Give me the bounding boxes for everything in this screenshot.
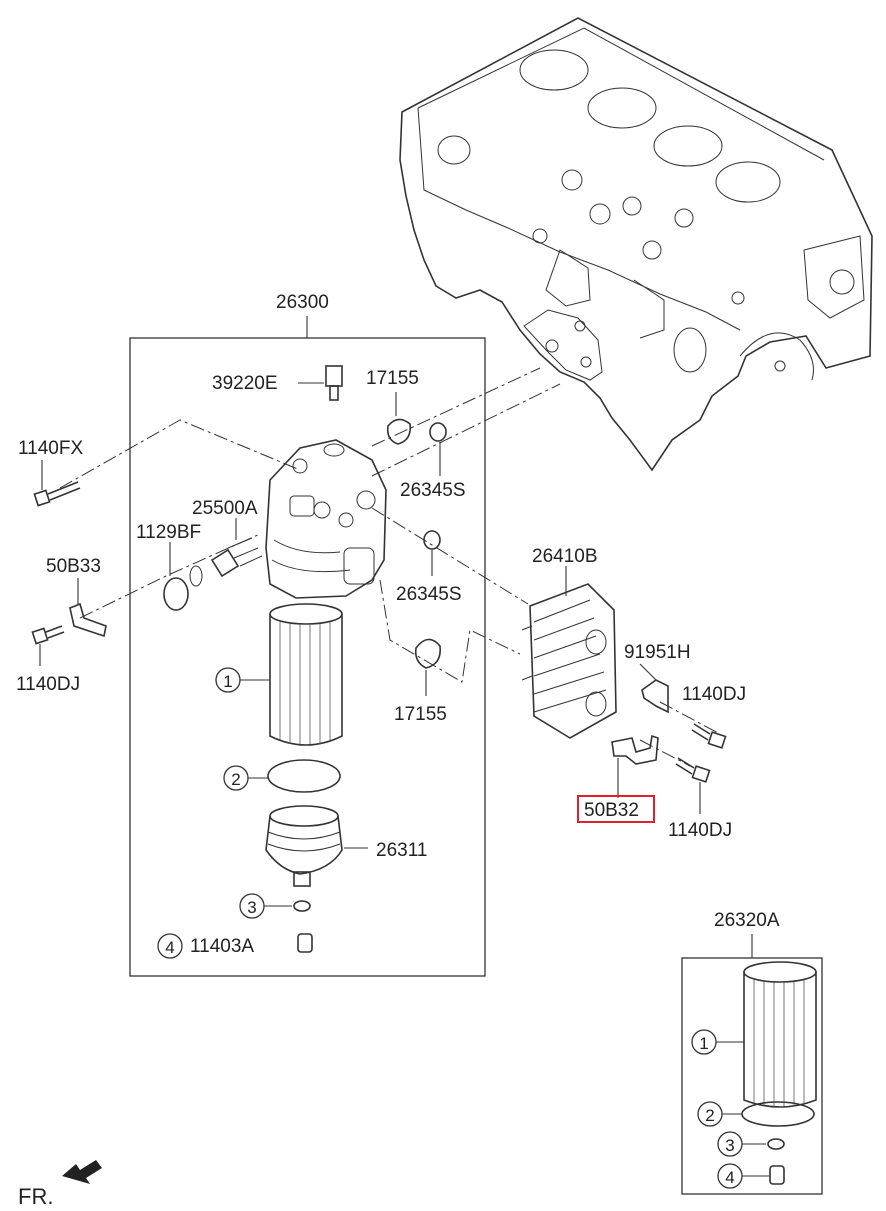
ref-number: 3 xyxy=(725,1136,734,1155)
filter-oring xyxy=(248,759,341,793)
front-label: FR. xyxy=(18,1184,53,1209)
kit-oring xyxy=(722,1101,815,1127)
bolt-1140FX xyxy=(33,460,81,507)
bolt-1140DJ-right-top xyxy=(691,723,727,749)
ref-circle-main-3[interactable]: 3 xyxy=(239,893,265,919)
kit-drain-plug xyxy=(742,1165,785,1185)
ref-circle-kit-1[interactable]: 1 xyxy=(691,1029,717,1055)
ref-circle-main-2[interactable]: 2 xyxy=(223,765,249,791)
projection-lines xyxy=(59,367,721,767)
label-1140DJ-right-top[interactable]: 1140DJ xyxy=(682,684,746,705)
front-indicator: FR. xyxy=(18,1160,102,1209)
filter-housing xyxy=(265,439,387,599)
relief-valve xyxy=(210,518,263,578)
ref-number: 4 xyxy=(725,1168,734,1187)
label-11403A[interactable]: 11403A xyxy=(190,936,254,957)
label-17155-top[interactable]: 17155 xyxy=(366,368,419,389)
label-91951H[interactable]: 91951H xyxy=(624,642,691,663)
label-50B32[interactable]: 50B32 xyxy=(584,800,639,821)
ref-circle-kit-4[interactable]: 4 xyxy=(717,1163,743,1189)
filter-element xyxy=(240,603,343,746)
ref-number: 4 xyxy=(165,938,174,957)
label-1129BF[interactable]: 1129BF xyxy=(136,522,201,543)
ref-number: 1 xyxy=(699,1034,708,1053)
ref-circle-kit-2[interactable]: 2 xyxy=(697,1101,723,1127)
label-26300[interactable]: 26300 xyxy=(276,292,329,313)
ref-number: 2 xyxy=(231,770,240,789)
ref-circle-main-4[interactable]: 4 xyxy=(157,933,183,959)
arrow-icon xyxy=(62,1160,102,1184)
label-1140FX[interactable]: 1140FX xyxy=(18,438,83,459)
oil-pressure-sensor xyxy=(298,365,343,401)
label-26311[interactable]: 26311 xyxy=(376,840,427,861)
highlight-box-50B32 xyxy=(577,795,655,823)
bracket-50B32 xyxy=(611,734,659,798)
plug-1129BF xyxy=(163,542,203,611)
label-50B33[interactable]: 50B33 xyxy=(46,556,101,577)
label-26345S-mid[interactable]: 26345S xyxy=(396,584,462,605)
oil-cooler xyxy=(521,566,617,739)
label-1140DJ-left[interactable]: 1140DJ xyxy=(16,674,80,695)
label-26410B[interactable]: 26410B xyxy=(532,546,598,567)
label-26345S-top[interactable]: 26345S xyxy=(400,480,466,501)
bolt-1140DJ-right-bottom xyxy=(675,757,711,814)
ref-circle-main-1[interactable]: 1 xyxy=(215,667,241,693)
label-25500A[interactable]: 25500A xyxy=(192,498,258,519)
kit-small-oring xyxy=(742,1138,785,1150)
gasket-bottom xyxy=(414,638,442,696)
ref-number: 3 xyxy=(247,898,256,917)
ref-circle-kit-3[interactable]: 3 xyxy=(717,1131,743,1157)
bracket-91951H xyxy=(639,663,669,714)
gasket-top xyxy=(386,392,412,445)
small-oring xyxy=(264,900,311,912)
label-39220E[interactable]: 39220E xyxy=(212,373,278,394)
label-17155-bottom[interactable]: 17155 xyxy=(394,704,447,725)
engine-block xyxy=(399,17,873,472)
ref-number: 1 xyxy=(223,672,232,691)
drain-plug xyxy=(297,933,313,953)
bracket-50B33 xyxy=(69,578,107,638)
kit-box-26320A xyxy=(681,934,823,1195)
label-26320A[interactable]: 26320A xyxy=(714,910,780,931)
oring-mid xyxy=(423,530,441,576)
ref-number: 2 xyxy=(705,1106,714,1125)
bolt-1140DJ-left xyxy=(31,625,65,666)
assembly-box-26300 xyxy=(129,316,486,977)
kit-filter-element xyxy=(716,961,817,1108)
label-1140DJ-right-bottom[interactable]: 1140DJ xyxy=(668,820,732,841)
filter-cap xyxy=(265,805,368,887)
oring-top xyxy=(429,422,447,476)
